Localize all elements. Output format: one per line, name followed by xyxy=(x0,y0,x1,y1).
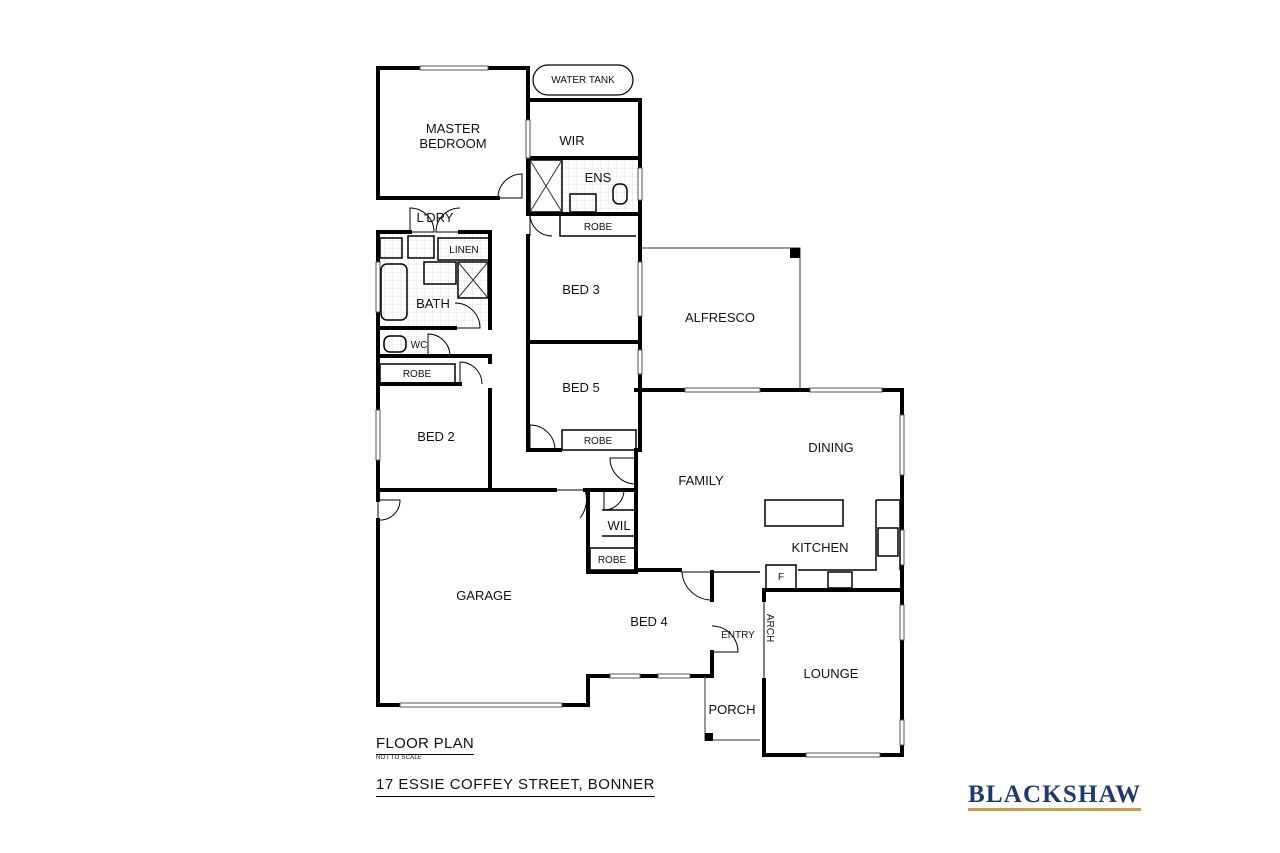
lounge-label: LOUNGE xyxy=(804,666,859,681)
robe-bed4-label: ROBE xyxy=(598,555,627,566)
windows xyxy=(375,65,905,758)
property-address: 17 ESSIE COFFEY STREET, BONNER xyxy=(376,776,655,797)
fixtures xyxy=(379,159,901,590)
family-label: FAMILY xyxy=(678,473,724,488)
bed4-label: BED 4 xyxy=(630,614,668,629)
garage-label: GARAGE xyxy=(456,588,512,603)
entry-label: ENTRY xyxy=(721,630,755,641)
wir-label: WIR xyxy=(559,133,584,148)
linen-label: LINEN xyxy=(449,245,478,256)
robe-bed5-label: ROBE xyxy=(584,436,613,447)
water-tank-shape xyxy=(532,64,634,96)
scale-note: NOT TO SCALE xyxy=(376,755,423,761)
fridge-label: F xyxy=(778,572,784,583)
bed2-label: BED 2 xyxy=(417,429,455,444)
ensuite-label: ENS xyxy=(585,170,612,185)
porch-label: PORCH xyxy=(709,702,756,717)
wc-label: WC xyxy=(411,340,428,351)
porch-post xyxy=(705,733,713,741)
floor-plan-title: FLOOR PLAN xyxy=(376,735,475,755)
laundry-label: L'DRY xyxy=(417,210,454,225)
alfresco-label: ALFRESCO xyxy=(685,310,755,325)
arch-label: ARCH xyxy=(764,614,775,642)
wil-label: WIL xyxy=(607,518,630,533)
master-bedroom-label-line1: MASTER xyxy=(426,121,480,136)
alfresco-post xyxy=(790,248,800,258)
master-bedroom-label-line2: BEDROOM xyxy=(419,136,486,151)
bed3-label: BED 3 xyxy=(562,282,600,297)
robe-ensuite-label: ROBE xyxy=(584,222,613,233)
robe-bed2-label: ROBE xyxy=(403,369,432,380)
water-tank-label: WATER TANK xyxy=(551,75,615,86)
bed5-label: BED 5 xyxy=(562,380,600,395)
dining-label: DINING xyxy=(808,440,854,455)
bath-label: BATH xyxy=(416,296,450,311)
door-swings xyxy=(377,173,765,680)
brand-logo: BLACKSHAW xyxy=(968,781,1142,811)
kitchen-label: KITCHEN xyxy=(791,540,848,555)
